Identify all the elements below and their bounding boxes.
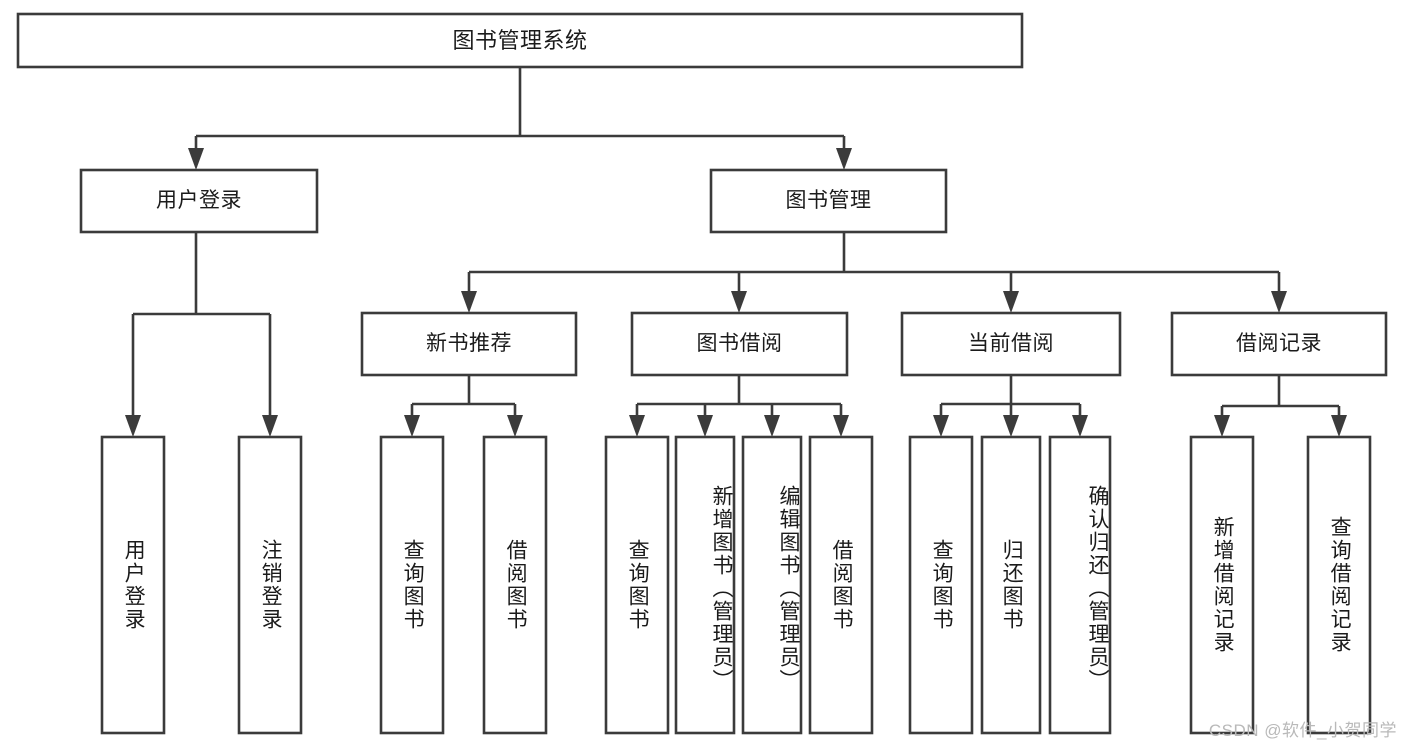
arrow-head-icon [1072, 415, 1088, 437]
arrow-head-icon [461, 291, 477, 313]
arrow-head-icon [833, 415, 849, 437]
arrow-head-icon [731, 291, 747, 313]
node-box-leaf-borrow-book-1[interactable] [482, 435, 548, 735]
node-box-book-management[interactable] [709, 168, 948, 234]
node-box-leaf-query-record[interactable] [1306, 435, 1372, 735]
node-box-leaf-confirm-return[interactable] [1048, 435, 1112, 735]
node-box-leaf-add-record[interactable] [1189, 435, 1255, 735]
node-box-leaf-query-book-3[interactable] [908, 435, 974, 735]
watermark-text: CSDN @软件_小贺同学 [1208, 721, 1397, 740]
node-box-leaf-edit-book[interactable] [741, 435, 803, 735]
node-box-leaf-query-book-1[interactable] [379, 435, 445, 735]
node-box-leaf-query-book-2[interactable] [604, 435, 670, 735]
arrow-head-icon [697, 415, 713, 437]
node-box-leaf-user-login[interactable] [100, 435, 166, 735]
node-box-leaf-borrow-book-2[interactable] [808, 435, 874, 735]
node-box-borrow-record[interactable] [1170, 311, 1388, 377]
arrow-head-icon [188, 148, 204, 170]
arrow-head-icon [933, 415, 949, 437]
arrow-head-icon [404, 415, 420, 437]
connector-root-to-level2 [188, 67, 852, 170]
arrow-head-icon [629, 415, 645, 437]
node-box-leaf-add-book[interactable] [674, 435, 736, 735]
connector-bookmgmt-to-level3 [461, 232, 1287, 313]
arrow-head-icon [836, 148, 852, 170]
connector-newbook-to-leaves [404, 375, 523, 437]
connector-borrowrecord-to-leaves [1214, 375, 1347, 437]
arrow-head-icon [1271, 291, 1287, 313]
node-box-new-book-recommend[interactable] [360, 311, 578, 377]
node-box-root[interactable] [16, 12, 1024, 69]
node-box-user-login[interactable] [79, 168, 319, 234]
node-box-leaf-user-logout[interactable] [237, 435, 303, 735]
arrow-head-icon [507, 415, 523, 437]
connector-currentborrow-to-leaves [933, 375, 1088, 437]
arrow-head-icon [125, 415, 141, 437]
node-box-book-borrow[interactable] [630, 311, 849, 377]
arrow-head-icon [764, 415, 780, 437]
node-box-leaf-return-book[interactable] [980, 435, 1042, 735]
arrow-head-icon [1003, 291, 1019, 313]
connector-bookborrow-to-leaves [629, 375, 849, 437]
connector-userlogin-to-leaves [125, 232, 278, 437]
node-box-current-borrow[interactable] [900, 311, 1122, 377]
arrow-head-icon [1003, 415, 1019, 437]
arrow-head-icon [262, 415, 278, 437]
arrow-head-icon [1331, 415, 1347, 437]
arrow-head-icon [1214, 415, 1230, 437]
